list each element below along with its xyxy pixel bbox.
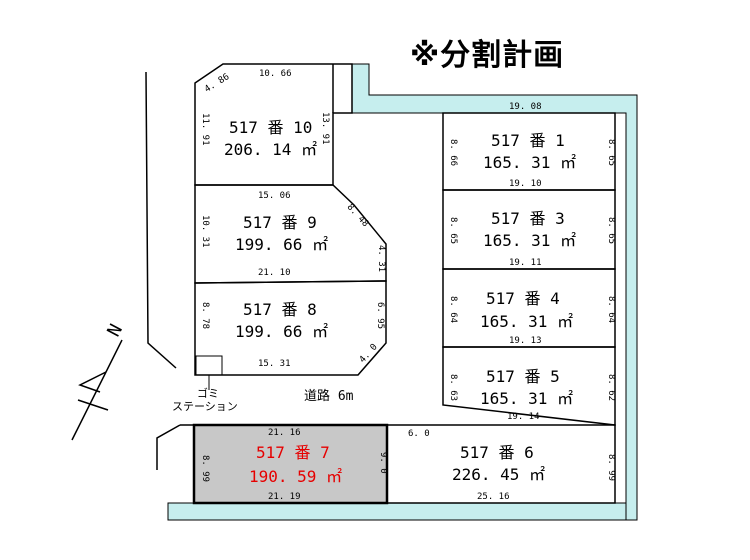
green-belt-bottom (167, 502, 627, 521)
garbage-station-label-1: ゴミ (197, 386, 219, 400)
lot-6-area: 226. 45 ㎡ (452, 465, 545, 484)
dim-8-65c: 8. 65 (606, 217, 616, 244)
dim-8-99a: 8. 99 (606, 454, 616, 481)
page-title: ※分割計画 (410, 38, 565, 73)
dim-8-99b: 8. 99 (200, 455, 210, 482)
dim-8-66: 8. 66 (448, 139, 458, 166)
dim-21-16: 21. 16 (268, 428, 301, 438)
dim-8-48: 8. 48 (345, 202, 371, 229)
lot-10-name: 517 番 10 (229, 118, 312, 137)
lot-3-area: 165. 31 ㎡ (483, 231, 576, 250)
south-block-outline (180, 424, 195, 503)
dim-8-65a: 8. 65 (606, 139, 616, 166)
dim-15-31: 15. 31 (258, 359, 291, 369)
lot-5-area: 165. 31 ㎡ (480, 389, 573, 408)
lot-7-area: 190. 59 ㎡ (249, 467, 342, 486)
road-label: 道路 6m (304, 388, 354, 404)
dim-19-14: 19. 14 (507, 412, 540, 422)
lot-7-name: 517 番 7 (256, 443, 330, 462)
north-arrow (71, 339, 123, 441)
dim-4-31: 4. 31 (376, 245, 386, 272)
dim-9-0: 9. 0 (378, 452, 388, 474)
dim-19-13: 19. 13 (509, 336, 542, 346)
dim-8-64a: 8. 64 (448, 296, 458, 323)
lot-3-name: 517 番 3 (491, 209, 565, 228)
dim-13-91: 13. 91 (320, 112, 330, 145)
garbage-station-box (195, 355, 223, 376)
lot-8-name: 517 番 8 (243, 300, 317, 319)
lot-10-area: 206. 14 ㎡ (224, 140, 317, 159)
lot-9-area: 199. 66 ㎡ (235, 235, 328, 254)
dim-15-06: 15. 06 (258, 191, 291, 201)
dim-8-64b: 8. 64 (606, 296, 616, 323)
garbage-station-label-2: ステーション (172, 400, 238, 413)
dim-6-0: 6. 0 (408, 429, 430, 439)
south-west-segment (156, 424, 181, 470)
lot-6-name: 517 番 6 (460, 443, 534, 462)
dim-19-08: 19. 08 (509, 102, 542, 112)
dim-19-10: 19. 10 (509, 179, 542, 189)
lot-4-name: 517 番 4 (486, 289, 560, 308)
north-label: N (103, 321, 127, 340)
dim-10-66: 10. 66 (259, 69, 292, 79)
lot-8-area: 199. 66 ㎡ (235, 322, 328, 341)
dim-21-10: 21. 10 (258, 268, 291, 278)
dim-6-95: 6. 95 (375, 302, 385, 329)
lot-6-outline (387, 424, 616, 504)
lot-8-outline (194, 280, 387, 376)
dim-8-65b: 8. 65 (448, 217, 458, 244)
west-boundary-line (145, 71, 177, 369)
lot-1-area: 165. 31 ㎡ (483, 153, 576, 172)
dim-10-31: 10. 31 (200, 215, 210, 248)
lot-7-outline (192, 423, 389, 505)
lot-5-name: 517 番 5 (486, 367, 560, 386)
lot-1-name: 517 番 1 (491, 131, 565, 150)
lot-9-name: 517 番 9 (243, 213, 317, 232)
lot-4-area: 165. 31 ㎡ (480, 312, 573, 331)
dim-21-19: 21. 19 (268, 492, 301, 502)
dim-25-16: 25. 16 (477, 492, 510, 502)
dim-8-78: 8. 78 (200, 302, 210, 329)
dim-8-63: 8. 63 (448, 374, 458, 401)
dim-8-62: 8. 62 (606, 374, 616, 401)
dim-11-91: 11. 91 (200, 113, 210, 146)
lot-labels: 517 番 10 206. 14 ㎡ 517 番 9 199. 66 ㎡ 517… (224, 118, 576, 486)
dim-19-11: 19. 11 (509, 258, 542, 268)
